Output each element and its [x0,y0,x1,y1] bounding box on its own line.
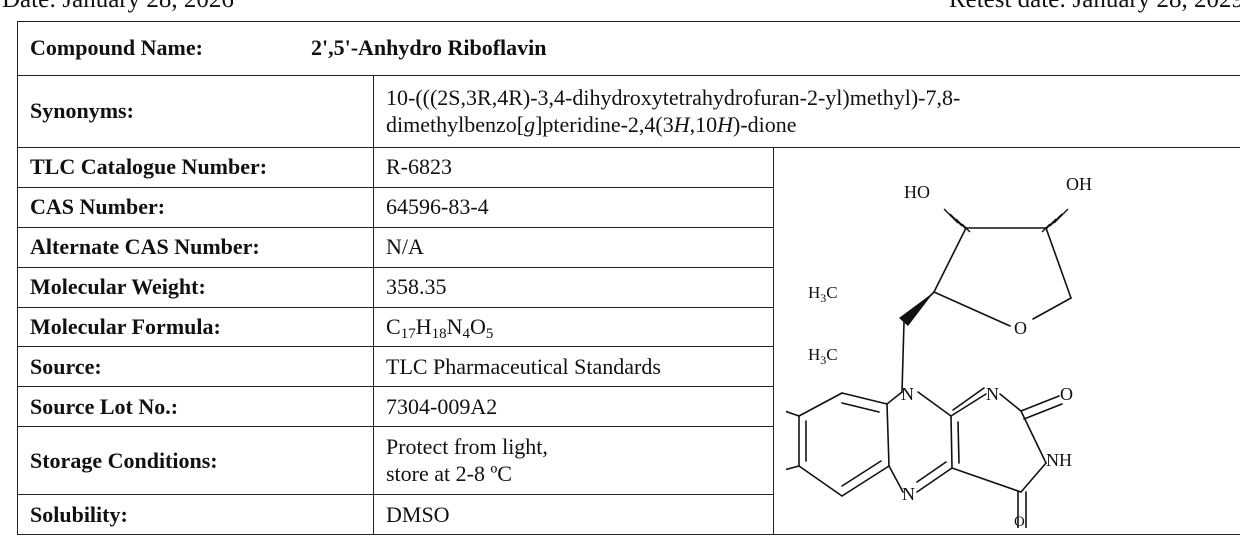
o2-label: O [1060,384,1073,404]
source-lot-value: 7304-009A2 [373,386,774,428]
molecular-weight-value: 358.35 [373,266,774,308]
methyl-top-label: H3C [808,283,838,305]
alternate-cas-value: N/A [373,226,774,268]
storage-conditions-value: Protect from light, store at 2-8 ºC [373,426,774,496]
chemical-structure: HO OH O N N N O NH O [775,174,1092,530]
molecular-weight-label: Molecular Weight: [17,266,374,308]
storage-line-2: store at 2-8 ºC [386,460,512,486]
molecular-formula-label: Molecular Formula: [17,306,374,348]
solubility-label: Solubility: [17,494,374,536]
n1-label: N [986,384,999,404]
nh-label: NH [1046,450,1072,470]
row-synonyms: Synonyms: 10-(((2S,3R,4R)-3,4-dihydroxyt… [17,75,1240,148]
compound-cell: Compound Name: 2',5'-Anhydro Riboflavin [16,21,1240,76]
row-cas-number: CAS Number: 64596-83-4 [17,186,1240,228]
row-source: Source: TLC Pharmaceutical Standards [17,346,1240,388]
cas-number-value: 64596-83-4 [373,186,774,228]
solubility-value: DMSO [373,494,774,536]
synonyms-label: Synonyms: [17,75,374,148]
storage-line-1: Protect from light, [386,434,548,460]
synonyms-line-1: 10-(((2S,3R,4R)-3,4-dihydroxytetrahydrof… [386,85,961,111]
row-solubility: Solubility: DMSO [17,494,1240,536]
structure-cell: HO OH O N N N O NH O [772,146,1240,536]
row-storage-conditions: Storage Conditions: Protect from light, … [17,426,1240,496]
row-compound-name: Compound Name: 2',5'-Anhydro Riboflavin [16,21,1240,76]
synonyms-value: 10-(((2S,3R,4R)-3,4-dihydroxytetrahydrof… [372,75,1240,148]
methyl-bottom-label: H3C [808,345,838,367]
cas-number-label: CAS Number: [17,186,374,228]
compound-name-value: 2',5'-Anhydro Riboflavin [310,35,547,61]
o4-label: O [1014,514,1025,528]
specification-table: Compound Name: 2',5'-Anhydro Riboflavin … [16,21,1240,536]
catalogue-number-value: R-6823 [373,147,774,188]
catalogue-number-label: TLC Catalogue Number: [17,147,374,188]
alternate-cas-label: Alternate CAS Number: [17,226,374,268]
source-label: Source: [17,346,374,388]
document-date: Date: January 28, 2026 [2,0,234,14]
row-molecular-formula: Molecular Formula: C17H18N4O5 [17,306,1240,348]
oh-label: OH [1066,174,1092,194]
row-source-lot: Source Lot No.: 7304-009A2 [17,386,1240,428]
source-lot-label: Source Lot No.: [17,386,374,428]
row-alternate-cas: Alternate CAS Number: N/A [17,226,1240,268]
storage-conditions-label: Storage Conditions: [17,426,374,496]
compound-name-label: Compound Name: [30,35,203,61]
source-value: TLC Pharmaceutical Standards [373,346,774,388]
row-catalogue-number: TLC Catalogue Number: R-6823 [17,146,1240,536]
ho-label: HO [904,182,930,202]
row-molecular-weight: Molecular Weight: 358.35 [17,266,1240,308]
retest-date: Retest date: January 28, 2029 [949,0,1240,14]
ring-oxygen-label: O [1014,318,1027,338]
molecular-formula-value: C17H18N4O5 [373,306,774,348]
n10-label: N [901,384,914,404]
synonyms-line-2: dimethylbenzo[g]pteridine-2,4(3H,10H)-di… [386,111,797,137]
n5-label: N [902,484,915,504]
